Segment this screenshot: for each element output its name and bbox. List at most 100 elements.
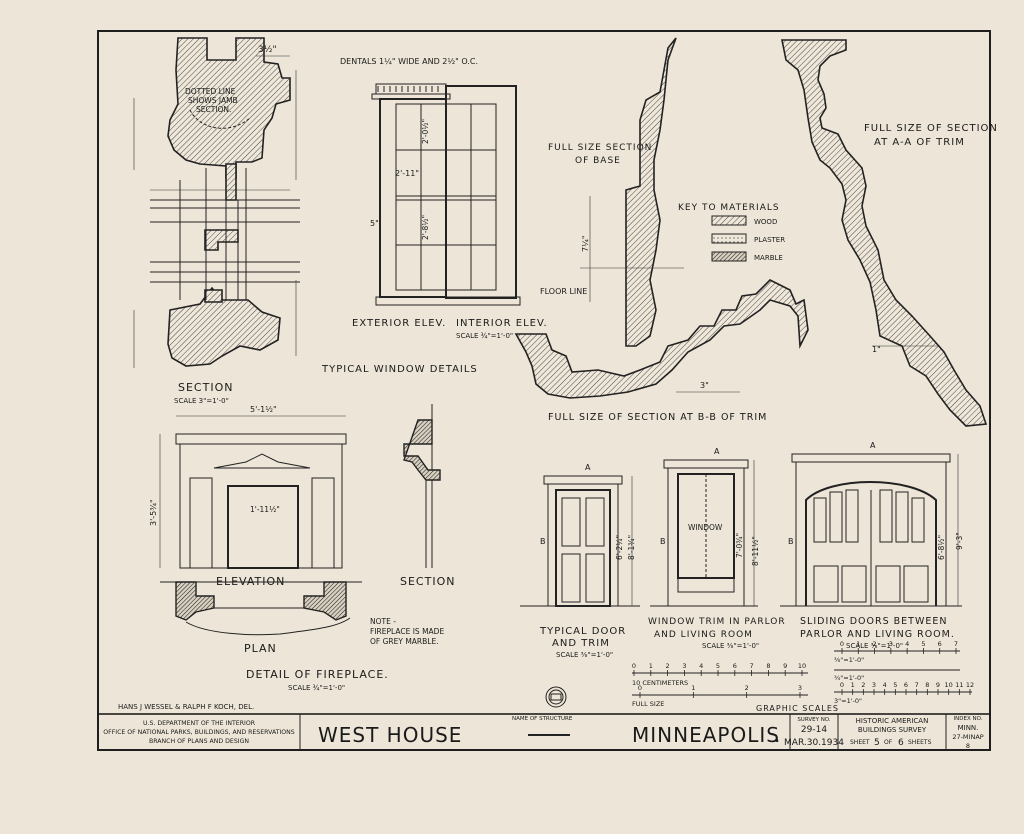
window-trim-b-mark: B <box>660 537 666 546</box>
scale-tick-label: 2 <box>861 681 865 689</box>
scale-tick-label: 3 <box>889 640 893 648</box>
interior-elev-label: INTERIOR ELEV. <box>456 318 548 329</box>
window-elevations: DENTALS 1¼" WIDE AND 2½" O.C. 2'-11" 5" <box>321 57 548 375</box>
window-trim-inner-dim: 7'-0¾" <box>735 533 744 558</box>
scale-tick-label: 4 <box>883 681 887 689</box>
survey-date: MAR.30.1934 <box>784 738 844 748</box>
graphic-scales-title: GRAPHIC SCALES <box>756 704 839 713</box>
window-trim-title-1: WINDOW TRIM IN PARLOR <box>648 617 786 627</box>
full-size-label: FULL SIZE <box>632 700 664 708</box>
scale-tick-label: 9 <box>783 662 787 670</box>
name-of-structure-label: NAME OF STRUCTURE <box>512 716 573 722</box>
cm-scale-label: 10 CENTIMETERS <box>632 679 688 687</box>
scale-tick-label: 1 <box>851 681 855 689</box>
delineators: HANS J WESSEL & RALPH F KOCH, DEL. <box>118 703 254 711</box>
scale-tick-label: 8 <box>766 662 770 670</box>
base-section-drawing: FULL SIZE SECTION OF BASE 7¼" FLOOR LINE <box>540 37 684 347</box>
window-bottom-sash-dim: 2'-8½" <box>421 215 430 240</box>
floor-line-label: FLOOR LINE <box>540 287 587 296</box>
scale-tick-label: 1 <box>649 662 653 670</box>
scale-tick-label: 0 <box>840 681 844 689</box>
window-trim-height-dim: 8'-11½" <box>751 536 760 566</box>
window-trim-section-mark: A <box>714 447 720 456</box>
base-title-2: OF BASE <box>575 156 621 166</box>
fireplace-height-dim: 3'-5¾" <box>149 499 158 526</box>
fireplace-note-3: OF GREY MARBLE. <box>370 637 439 646</box>
scale-tick-label: 9 <box>936 681 940 689</box>
scale-tick-label: 6 <box>904 681 908 689</box>
agency-line-3: BRANCH OF PLANS AND DESIGN <box>149 738 249 745</box>
scale-tick-label: 1 <box>856 640 860 648</box>
sliding-b-mark: B <box>788 537 794 546</box>
door-section-mark: A <box>585 463 591 472</box>
index-label: INDEX NO. <box>954 716 983 722</box>
trim-bb-section: 3" FULL SIZE OF SECTION AT B-B OF TRIM <box>514 279 809 423</box>
scale-tick-label: 5 <box>893 681 897 689</box>
sliding-doors-drawing: A 9'-3" 6'-8½" B SLIDING DOORS BETWEEN P… <box>780 441 964 650</box>
window-trim-scale: SCALE ⅜"=1'-0" <box>702 642 759 650</box>
scale-tick-label: 12 <box>966 681 974 689</box>
trim-bb-title: FULL SIZE OF SECTION AT B-B OF TRIM <box>548 412 767 423</box>
window-section-drawing: 3½" DOTTED LINE SHOWS JAMB SECTION. SECT… <box>133 37 300 405</box>
typical-door-drawing: A 8'-1¾" 6'-2¼" B TYPICAL DOOR AND TRIM … <box>520 463 640 659</box>
window-details-title: TYPICAL WINDOW DETAILS <box>321 364 478 375</box>
sheet-number: 5 <box>874 738 880 748</box>
door-inner-dim: 6'-2¼" <box>615 535 624 560</box>
scale-tick-label: 3 <box>682 662 686 670</box>
scale-tick-label: 0 <box>638 684 642 692</box>
key-to-materials: KEY TO MATERIALS WOOD PLASTER MARBLE <box>678 203 785 262</box>
scale-3-8-label: ⅜"=1'-0" <box>834 656 864 664</box>
scale-tick-label: 1 <box>691 684 695 692</box>
scale-tick-label: 2 <box>745 684 749 692</box>
scale-tick-label: 4 <box>699 662 703 670</box>
sliding-inner-dim: 6'-8½" <box>937 535 946 560</box>
door-b-mark: B <box>540 537 546 546</box>
habs-line-1: HISTORIC AMERICAN <box>856 717 929 725</box>
window-section-scale: SCALE 3"=1'-0" <box>174 397 229 405</box>
scale-tick-label: 0 <box>840 640 844 648</box>
key-wood: WOOD <box>754 218 777 226</box>
trim-aa-title-1: FULL SIZE OF SECTION <box>864 123 998 134</box>
scale-tick-label: 2 <box>873 640 877 648</box>
scale-tick-label: 7 <box>750 662 754 670</box>
scale-3-inch-label: 3"=1'-0" <box>834 697 862 705</box>
sheet-of-label: OF <box>884 739 893 746</box>
scale-tick-label: 10 <box>798 662 806 670</box>
scale-tick-label: 3 <box>872 681 876 689</box>
sheets-label: SHEETS <box>908 739 932 746</box>
scale-tick-label: 3 <box>798 684 802 692</box>
door-title-1: TYPICAL DOOR <box>539 626 626 637</box>
key-marble: MARBLE <box>754 254 783 262</box>
jamb-note-3: SECTION. <box>196 105 231 114</box>
city-name: MINNEAPOLIS <box>632 723 780 747</box>
window-section-label: SECTION <box>178 381 233 394</box>
fireplace-plan-label: PLAN <box>244 642 277 655</box>
scale-3-4-label: ¾"=1'-0" <box>834 674 864 682</box>
exterior-elev-label: EXTERIOR ELEV. <box>352 318 446 329</box>
sliding-title-2: PARLOR AND LIVING ROOM. <box>800 629 955 640</box>
window-side-dim: 5" <box>370 219 379 228</box>
window-trim-title-2: AND LIVING ROOM <box>654 630 753 640</box>
scale-tick-label: 0 <box>632 662 636 670</box>
window-width-dim: 2'-11" <box>395 169 419 178</box>
sliding-scale: SCALE ⅜"=1'-0" <box>846 642 903 650</box>
fireplace-section: SECTION <box>400 404 454 588</box>
scale-tick-label: 4 <box>905 640 909 648</box>
trim-aa-dim: 1" <box>872 345 881 354</box>
sliding-height-dim: 9'-3" <box>955 532 964 550</box>
door-scale: SCALE ⅜"=1'-0" <box>556 651 613 659</box>
scale-tick-label: 7 <box>954 640 958 648</box>
agency-line-1: U.S. DEPARTMENT OF THE INTERIOR <box>143 720 256 727</box>
fireplace-note-2: FIREPLACE IS MADE <box>370 627 444 636</box>
trim-aa-section: FULL SIZE OF SECTION AT A-A OF TRIM 1" <box>781 39 998 427</box>
fireplace-title: DETAIL OF FIREPLACE. <box>246 668 389 681</box>
dentals-note: DENTALS 1¼" WIDE AND 2½" O.C. <box>340 57 478 66</box>
fireplace-scale: SCALE ¾"=1'-0" <box>288 684 345 692</box>
survey-label: SURVEY NO. <box>797 717 831 723</box>
sheet-label: SHEET <box>850 739 870 746</box>
scale-tick-label: 11 <box>955 681 963 689</box>
jamb-note-1: DOTTED LINE <box>185 87 236 96</box>
scale-tick-label: 5 <box>716 662 720 670</box>
